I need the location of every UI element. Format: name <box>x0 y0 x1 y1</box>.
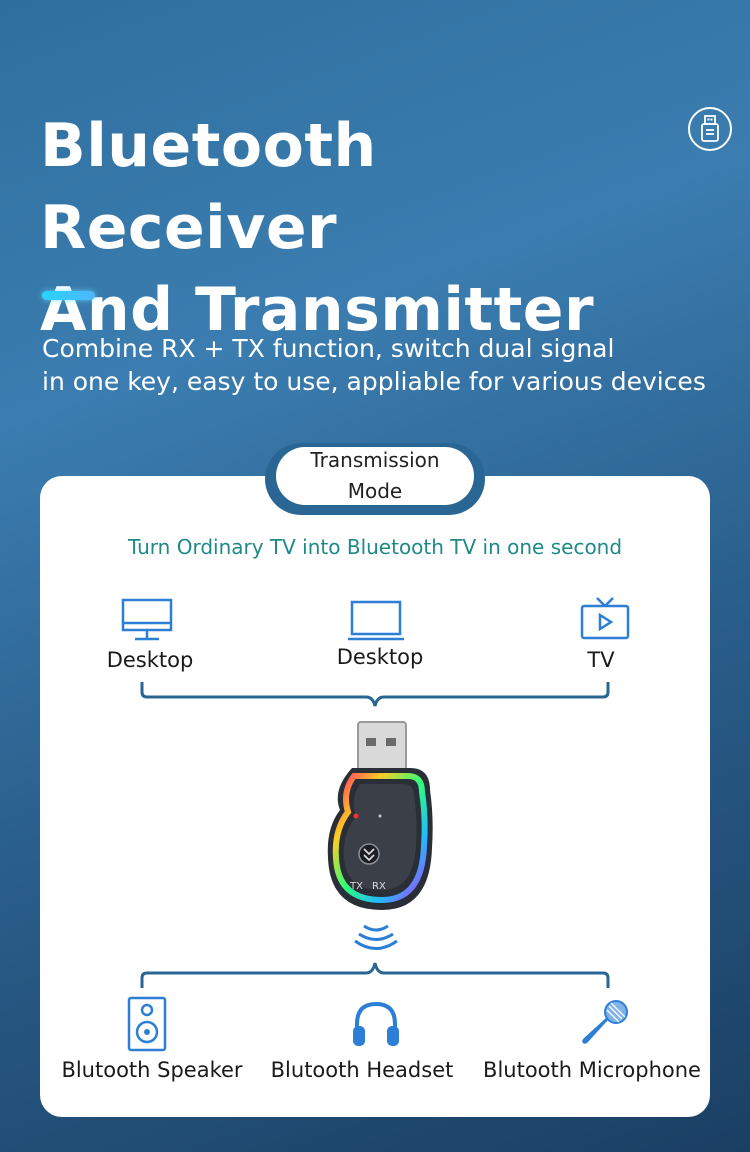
top-connector-brace <box>140 682 610 707</box>
microphone-icon <box>580 998 630 1048</box>
bluetooth-adapter-device: TX RX <box>322 718 440 914</box>
target-label-microphone: Blutooth Microphone <box>483 1058 701 1082</box>
subtitle-line-2: in one key, easy to use, appliable for v… <box>42 367 706 396</box>
headset-icon <box>350 998 402 1050</box>
tv-icon <box>580 596 630 642</box>
page-title: Bluetooth Receiver And Transmitter <box>40 105 680 351</box>
usb-drive-icon <box>701 115 719 142</box>
source-label-desktop-1: Desktop <box>106 648 194 672</box>
desktop-monitor-icon <box>121 598 173 642</box>
mode-line-2: Mode <box>347 479 403 503</box>
title-line-2: And Transmitter <box>40 275 595 345</box>
target-label-headset: Blutooth Headset <box>270 1058 454 1082</box>
laptop-icon <box>347 600 405 642</box>
transmission-mode-tab: Transmission Mode <box>276 447 474 505</box>
usb-badge <box>688 107 732 151</box>
source-label-tv: TV <box>587 648 615 672</box>
bottom-connector-brace <box>140 962 610 988</box>
target-label-speaker: Blutooth Speaker <box>61 1058 243 1082</box>
source-label-desktop-2: Desktop <box>336 645 424 669</box>
tx-label: TX <box>349 881 363 892</box>
speaker-icon <box>127 996 167 1052</box>
accent-bar <box>42 291 95 300</box>
mode-line-1: Transmission <box>310 448 440 472</box>
title-line-1: Bluetooth Receiver <box>40 111 377 263</box>
tagline: Turn Ordinary TV into Bluetooth TV in on… <box>127 535 623 559</box>
subtitle-line-1: Combine RX + TX function, switch dual si… <box>42 334 615 363</box>
signal-wave-icon <box>354 918 398 952</box>
rx-label: RX <box>372 881 386 892</box>
subtitle: Combine RX + TX function, switch dual si… <box>42 332 732 398</box>
